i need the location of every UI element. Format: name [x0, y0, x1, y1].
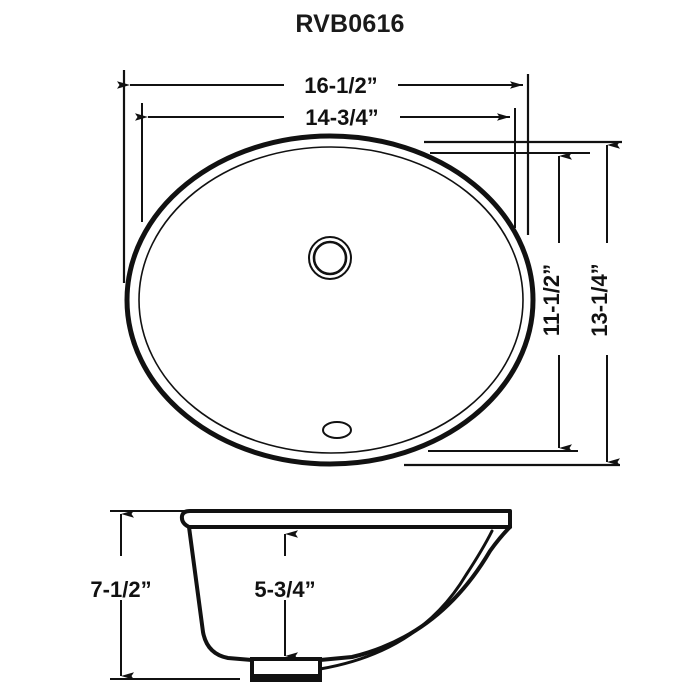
- dimension-label-right-inner-height: 11-1/2”: [539, 264, 564, 336]
- dimension-top-outer-width: 16-1/2”: [117, 73, 523, 98]
- dimension-right-inner-height: 11-1/2”: [539, 152, 572, 452]
- dimension-label-side-total-height: 7-1/2”: [90, 577, 151, 602]
- dimension-side-bowl-depth: 5-3/4”: [254, 530, 316, 660]
- dimension-label-right-outer-height: 13-1/4”: [587, 263, 612, 336]
- dimension-side-total-height: 7-1/2”: [90, 510, 152, 680]
- drain-opening: [308, 236, 352, 280]
- overflow-opening: [322, 421, 352, 439]
- dimension-label-top-inner-width: 14-3/4”: [305, 105, 378, 130]
- top-view-basin: [124, 133, 536, 467]
- page-title: RVB0616: [295, 10, 405, 38]
- dimension-label-top-outer-width: 16-1/2”: [304, 73, 377, 98]
- basin-inner-bowl-outline: [138, 146, 524, 454]
- basin-outer-rim-outline: [124, 133, 536, 467]
- drain-outer-ring-icon: [308, 236, 352, 280]
- sink-rim-outline: [179, 509, 512, 529]
- side-section-view: 7-1/2” 5-3/4”: [90, 509, 512, 682]
- dimension-label-side-bowl-depth: 5-3/4”: [254, 577, 315, 602]
- dimension-right-outer-height: 13-1/4”: [587, 141, 620, 466]
- dimension-top-inner-width: 14-3/4”: [135, 105, 510, 130]
- bowl-inner-surface-line: [318, 529, 494, 671]
- bowl-outer-wall-profile: [187, 525, 512, 678]
- drain-inner-ring-icon: [312, 240, 348, 276]
